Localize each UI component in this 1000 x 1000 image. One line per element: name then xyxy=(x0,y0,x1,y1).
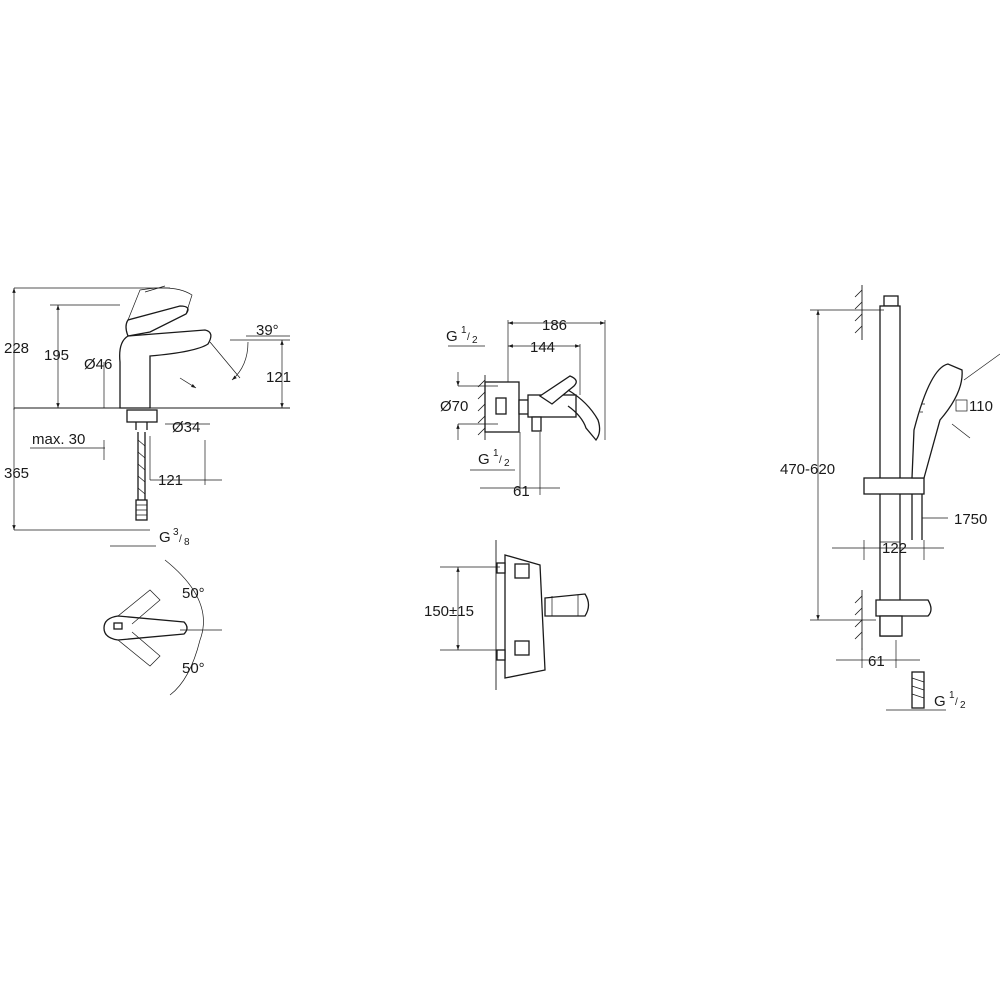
outlet-thread: G 1 / 2 xyxy=(478,448,510,469)
dim-spout-clearance: 121 xyxy=(266,369,291,386)
dim-rail-adjust: 470-620 xyxy=(780,461,835,478)
inlet-thread-top: G 1 / 2 xyxy=(446,325,478,346)
svg-text:G: G xyxy=(446,328,458,345)
svg-text:G: G xyxy=(478,451,490,468)
svg-text:3: 3 xyxy=(173,527,179,538)
svg-text:G: G xyxy=(159,529,171,546)
basin-mixer-drawing: 228 195 Ø46 39° 121 Ø34 max. 30 365 121 … xyxy=(4,285,291,696)
thread-size-basin: G 3 / 8 xyxy=(159,527,190,548)
dim-holder-width: 122 xyxy=(882,540,907,557)
angle-lever-top: 50° xyxy=(182,585,205,602)
svg-text:G: G xyxy=(934,693,946,710)
basin-mixer-body xyxy=(119,285,212,409)
basin-mixer-fixing xyxy=(126,409,158,521)
dim-hose-length: 1750 xyxy=(954,511,987,528)
dim-height-total: 228 xyxy=(4,340,29,357)
dim-width-body: 144 xyxy=(530,339,555,356)
dim-max-deck: max. 30 xyxy=(32,431,85,448)
dim-outlet-offset: 61 xyxy=(513,483,530,500)
svg-text:8: 8 xyxy=(184,537,190,548)
dim-centres: 150±15 xyxy=(424,603,474,620)
shower-rail-drawing: 470-620 110 1750 122 61 G 1 / 2 xyxy=(780,285,1000,711)
svg-text:2: 2 xyxy=(472,335,478,346)
shower-mixer-front-view xyxy=(495,540,590,690)
dim-diameter-base: Ø46 xyxy=(84,356,112,373)
dim-diameter-hole: Ø34 xyxy=(172,419,200,436)
svg-text:1: 1 xyxy=(949,690,955,701)
svg-text:2: 2 xyxy=(960,700,966,711)
svg-text:/: / xyxy=(499,455,502,466)
svg-text:/: / xyxy=(467,332,470,343)
svg-text:2: 2 xyxy=(504,458,510,469)
hose-connector xyxy=(911,671,925,709)
dim-height-below: 365 xyxy=(4,465,29,482)
dim-head-square: 110 xyxy=(955,398,993,415)
dim-diameter-escutcheon: Ø70 xyxy=(440,398,468,415)
dim-projection: 121 xyxy=(158,472,183,489)
svg-text:1: 1 xyxy=(493,448,499,459)
dim-width-total: 186 xyxy=(542,317,567,334)
angle-lever-bottom: 50° xyxy=(182,660,205,677)
svg-text:/: / xyxy=(955,697,958,708)
dim-angle-spout: 39° xyxy=(256,322,279,339)
shower-rail-body xyxy=(863,295,932,637)
svg-text:/: / xyxy=(179,534,182,545)
dim-height-spout: 195 xyxy=(44,347,69,364)
hand-shower xyxy=(911,363,963,540)
thread-size-rail: G 1 / 2 xyxy=(934,690,966,711)
shower-mixer-body xyxy=(484,375,601,442)
basin-mixer-top-view xyxy=(103,559,222,696)
shower-mixer-drawing: G 1 / 2 186 144 Ø70 G 1 / 2 61 150±15 xyxy=(424,317,606,690)
svg-text:110: 110 xyxy=(969,398,993,415)
dim-wall-offset: 61 xyxy=(868,653,885,670)
svg-text:1: 1 xyxy=(461,325,467,336)
